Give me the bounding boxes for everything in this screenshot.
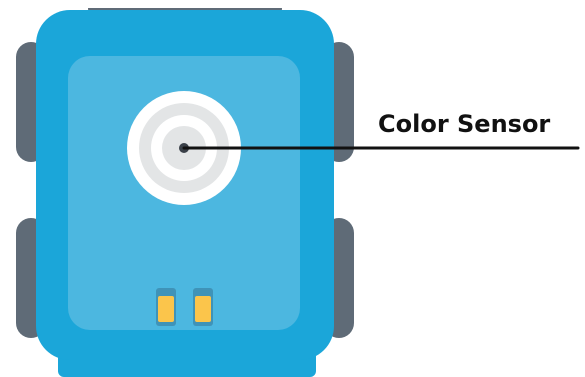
indicator-light-right: [195, 296, 211, 322]
indicator-light-left: [158, 296, 174, 322]
color-sensor-label: Color Sensor: [378, 109, 550, 139]
